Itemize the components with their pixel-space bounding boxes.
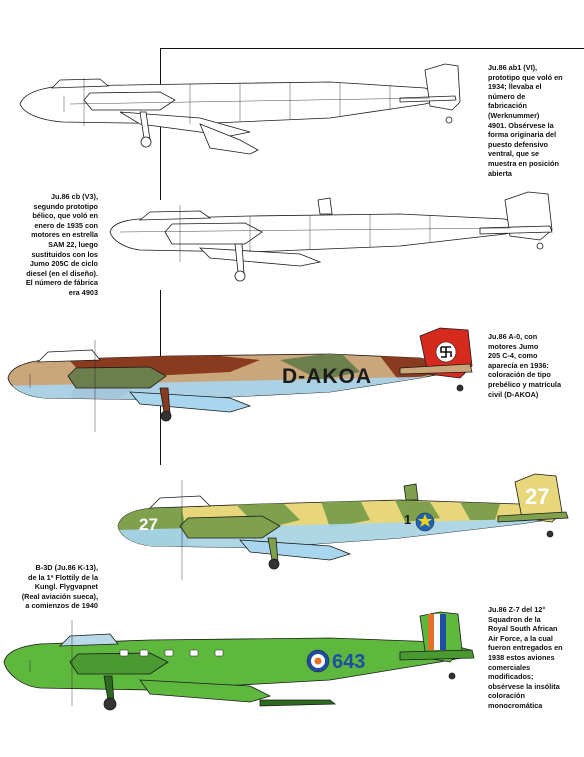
tail-marking-icon (435, 341, 457, 363)
caption-line: comerciales (488, 662, 531, 672)
caption-line: Kungl. Flygvapnet (34, 582, 98, 592)
saaf-tail-flash-icon (428, 614, 446, 650)
caption-line: bélico, que voló en (32, 211, 98, 221)
caption-line: muestra en posición (488, 158, 559, 168)
frame-top-line (160, 48, 584, 49)
caption-line: era 4903 (68, 287, 98, 297)
caption-line: Squadron de la (488, 614, 541, 624)
swedish-tail-number: 27 (525, 484, 550, 509)
caption-line: 4901. Obsérvese la (488, 120, 554, 130)
caption-line: Ju.86 Z-7 del 12° (488, 605, 546, 614)
caption-ab1: Ju.86 ab1 (VI), prototipo que voló en 19… (488, 63, 563, 178)
swedish-fuselage-number: 1 (404, 512, 412, 527)
caption-line: B-3D (Ju.86 K-13), (35, 563, 98, 572)
caption-line: número de (488, 91, 526, 101)
caption-line: sustituidos con los (31, 249, 99, 259)
caption-line: motores Jumo (488, 341, 539, 351)
caption-a0: Ju.86 A-0, con motores Jumo 205 C-4, com… (488, 332, 561, 399)
caption-line: coloración de tipo (488, 370, 551, 380)
caption-line: de la 1ª Flottily de la (27, 572, 98, 582)
caption-line: monocromática (488, 700, 543, 710)
caption-line: a comienzos de 1940 (25, 601, 98, 611)
caption-line: motores en estrella (31, 230, 98, 240)
caption-line: 205 C-4, como (488, 351, 538, 361)
caption-line: Ju.86 ab1 (VI), (488, 63, 538, 72)
caption-z7: Ju.86 Z-7 del 12° Squadron de la Royal S… (488, 605, 563, 711)
caption-line: Ju.86 cb (V3), (50, 192, 98, 201)
caption-line: Jumo 205C de ciclo (29, 259, 98, 269)
caption-line: forma originaria del (488, 130, 557, 140)
caption-line: fueron entregados en (488, 643, 563, 653)
caption-line: (Werknummer) (488, 110, 540, 120)
caption-line: Royal South African (488, 624, 558, 634)
swedish-roundel-icon (415, 512, 435, 532)
caption-line: enero de 1935 con (34, 220, 98, 230)
caption-line: Ju.86 A-0, con (488, 332, 538, 341)
saaf-serial: 643 (332, 651, 366, 673)
caption-line: obsérvese la insólita (488, 681, 560, 691)
caption-line: abierta (488, 168, 512, 178)
caption-line: 1938 estos aviones (488, 652, 555, 662)
caption-line: modificados; (488, 672, 534, 682)
caption-line: coloración (488, 691, 525, 701)
caption-cb: Ju.86 cb (V3), segundo prototipo bélico,… (26, 192, 98, 298)
caption-line: ventral, que se (488, 149, 540, 159)
caption-line: segundo prototipo (33, 201, 98, 211)
caption-line: civil (D-AKOA) (488, 389, 539, 399)
caption-line: Air Force, a la cual (488, 633, 553, 643)
swedish-nose-number: 27 (139, 515, 158, 534)
caption-line: fabricación (488, 101, 527, 111)
caption-line: SAM 22, luego (48, 239, 98, 249)
a0-registration: D-AKOA (282, 365, 372, 388)
caption-line: prebélico y matrícula (488, 379, 561, 389)
caption-line: 1934; llevaba el (488, 82, 542, 92)
caption-b3d: B-3D (Ju.86 K-13), de la 1ª Flottily de … (22, 563, 98, 611)
caption-line: El número de fábrica (25, 278, 98, 288)
caption-line: puesto defensivo (488, 139, 549, 149)
caption-line: prototipo que voló en (488, 72, 563, 82)
caption-line: diesel (en el diseño). (26, 268, 98, 278)
caption-line: (Real aviación sueca), (21, 591, 98, 601)
saaf-roundel-icon (306, 649, 330, 673)
caption-line: aparecía en 1936: (488, 360, 549, 370)
